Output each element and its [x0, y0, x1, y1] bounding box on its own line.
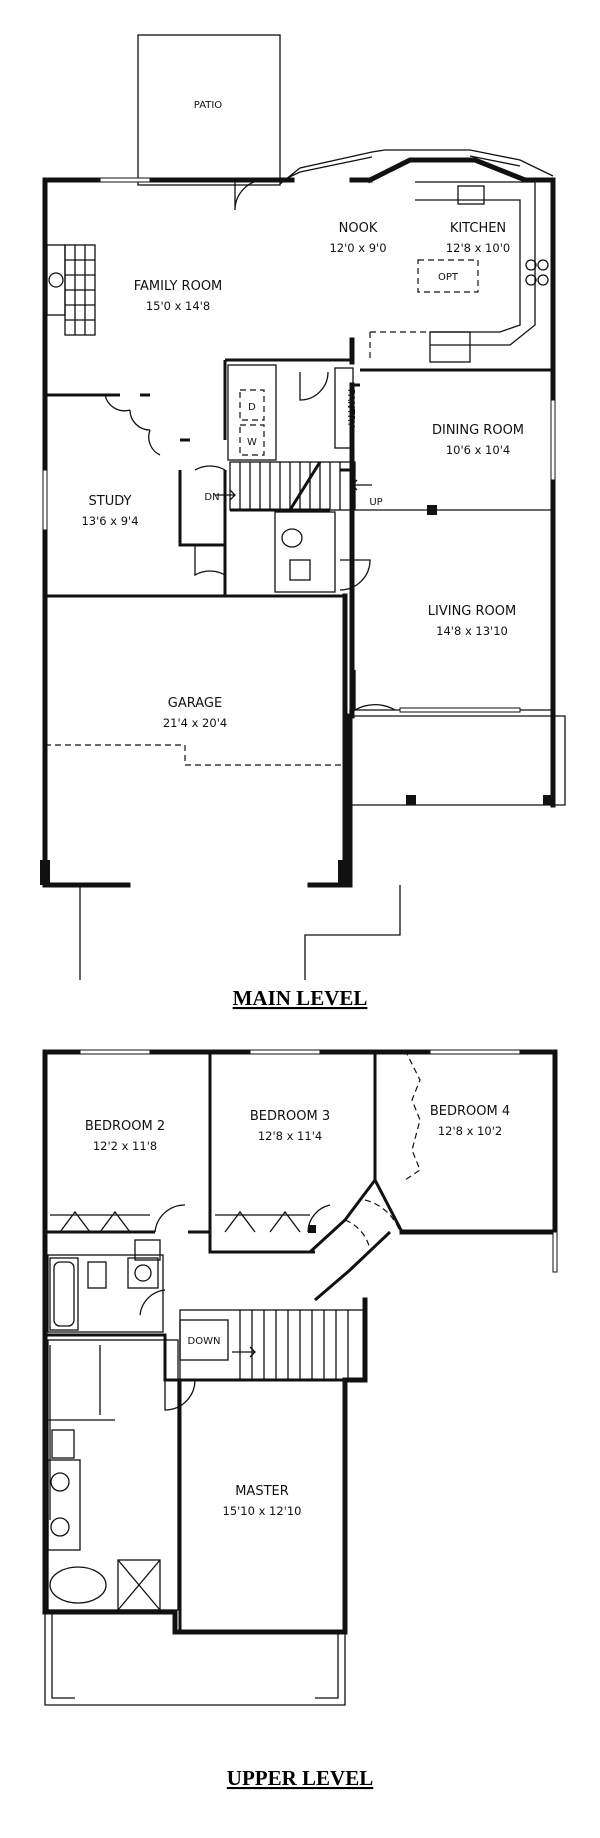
bedroom4-dims: 12'8 x 10'2	[438, 1124, 502, 1138]
hall-sink	[127, 1257, 159, 1289]
main-level-plan	[40, 34, 566, 980]
powder-room	[274, 511, 336, 593]
study-label: STUDY	[89, 494, 132, 509]
master-tub	[49, 1566, 107, 1604]
master-toilet	[51, 1429, 75, 1459]
pantry-label: PANTRY	[345, 389, 356, 428]
dn-label: DN	[204, 492, 219, 503]
upper-level-title: UPPER LEVEL	[227, 1766, 373, 1790]
family-room-label: FAMILY ROOM	[134, 279, 223, 294]
bedroom3-label: BEDROOM 3	[250, 1109, 330, 1124]
nook-label: NOOK	[339, 221, 378, 236]
living-room-dims: 14'8 x 13'10	[436, 624, 508, 638]
fireplace	[46, 244, 66, 316]
master-bath	[47, 1339, 179, 1611]
powder-toilet	[289, 559, 311, 581]
bedroom4-closet	[404, 1049, 421, 1181]
down-label: DOWN	[188, 1336, 221, 1347]
pantry	[334, 367, 354, 449]
garage-walls	[42, 593, 348, 888]
kitchen-dims: 12'8 x 10'0	[446, 241, 510, 255]
garage-dims: 21'4 x 20'4	[163, 716, 227, 730]
washer-label: W	[247, 437, 257, 448]
main-level-labels: PATIO NOOK 12'0 x 9'0 KITCHEN 12'8 x 10'…	[81, 100, 524, 1010]
laundry-room	[227, 364, 277, 461]
powder-sink	[281, 528, 303, 548]
patio-label: PATIO	[194, 100, 223, 111]
kitchen-counter	[415, 181, 536, 346]
upper-level-plan	[42, 1049, 558, 1706]
dining-room-label: DINING ROOM	[432, 423, 524, 438]
toilet	[87, 1261, 107, 1289]
bedroom4-label: BEDROOM 4	[430, 1104, 510, 1119]
garage-step	[45, 744, 345, 766]
sink	[457, 185, 485, 205]
nook-dims: 12'0 x 9'0	[329, 241, 386, 255]
master-dims: 15'10 x 12'10	[223, 1504, 302, 1518]
washer	[239, 424, 265, 456]
bathtub	[49, 1257, 79, 1331]
down-arrow	[215, 489, 236, 501]
kitchen-label: KITCHEN	[450, 221, 506, 236]
living-room-label: LIVING ROOM	[428, 604, 516, 619]
down-landing	[179, 1319, 229, 1361]
nook-bay-window	[279, 149, 554, 185]
master-walls	[180, 1378, 347, 1632]
bedroom2-label: BEDROOM 2	[85, 1119, 165, 1134]
patio-outline	[137, 34, 281, 186]
main-stairs	[229, 461, 356, 511]
upper-level-labels: BEDROOM 2 12'2 x 11'8 BEDROOM 3 12'8 x 1…	[85, 1104, 510, 1790]
up-label: UP	[369, 497, 382, 508]
kitchen-island	[417, 259, 479, 293]
window	[42, 469, 48, 531]
study-dims: 13'6 x 9'4	[81, 514, 138, 528]
column	[427, 505, 437, 515]
kitchen-nook-counter	[429, 331, 471, 363]
driveway	[79, 885, 401, 980]
range-burner	[525, 259, 537, 271]
vanity	[47, 1459, 81, 1551]
family-room-dims: 15'0 x 14'8	[146, 299, 210, 313]
main-level-title: MAIN LEVEL	[233, 986, 368, 1010]
dining-room-dims: 10'6 x 10'4	[446, 443, 510, 457]
opt-label: OPT	[438, 272, 459, 283]
front-porch	[350, 715, 566, 806]
garage-label: GARAGE	[168, 696, 222, 711]
master-label: MASTER	[235, 1484, 289, 1499]
down-arrow-upper	[232, 1346, 256, 1358]
hall-bath	[47, 1254, 164, 1333]
bedroom3-dims: 12'8 x 11'4	[258, 1129, 322, 1143]
up-arrow	[351, 479, 372, 491]
bedroom2-dims: 12'2 x 11'8	[93, 1139, 157, 1153]
door-swing	[234, 179, 266, 211]
dryer	[239, 389, 265, 421]
master-balcony	[44, 1612, 346, 1706]
shower	[117, 1559, 161, 1611]
dryer-label: D	[248, 402, 256, 413]
